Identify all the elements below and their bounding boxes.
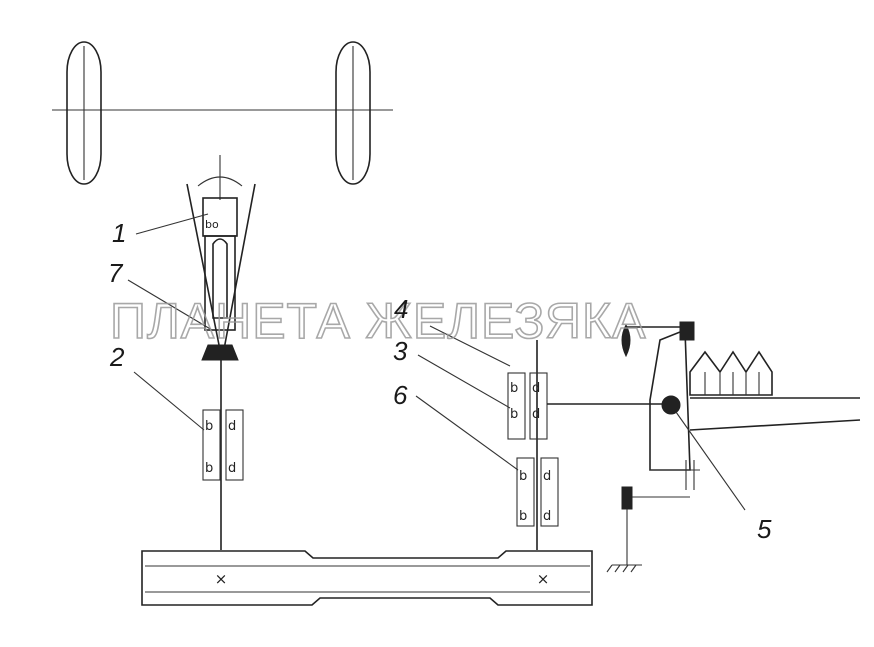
svg-text:d: d <box>543 509 551 524</box>
rear-beam: × × <box>141 550 593 606</box>
svg-text:d: d <box>228 419 236 434</box>
svg-text:d: d <box>532 381 540 396</box>
label-3: 3 <box>393 336 408 366</box>
middle-column: b d b d b d b d <box>507 340 559 550</box>
svg-text:b: b <box>205 461 213 476</box>
svg-text:b: b <box>519 469 527 484</box>
label-7: 7 <box>108 258 124 288</box>
left-cross-mark: × <box>215 570 228 588</box>
svg-text:b: b <box>205 419 213 434</box>
svg-text:b: b <box>519 509 527 524</box>
right-cross-mark: × <box>537 570 550 588</box>
label-5: 5 <box>757 514 772 544</box>
svg-text:bo: bo <box>205 218 219 231</box>
label-2: 2 <box>109 342 125 372</box>
watermark: ПЛАНЕТА ЖЕЛЕЗЯКА <box>110 293 646 349</box>
label-4: 4 <box>394 294 408 324</box>
left-wheel <box>66 41 102 185</box>
svg-text:d: d <box>543 469 551 484</box>
column-base <box>201 344 239 361</box>
front-axle <box>52 41 393 185</box>
lever-assembly <box>606 321 861 573</box>
label-6: 6 <box>393 380 408 410</box>
svg-text:d: d <box>532 407 540 422</box>
steering-column: bo <box>186 155 256 550</box>
label-1: 1 <box>112 218 126 248</box>
cutter-teeth <box>689 350 773 396</box>
svg-text:b: b <box>510 381 518 396</box>
counterweight <box>621 323 631 358</box>
right-wheel <box>335 41 371 185</box>
svg-text:d: d <box>228 461 236 476</box>
leader-lines <box>127 213 746 511</box>
steering-tube <box>204 235 236 331</box>
pivot-point <box>661 395 681 415</box>
left-bracket: b d b d <box>202 409 244 481</box>
svg-text:b: b <box>510 407 518 422</box>
